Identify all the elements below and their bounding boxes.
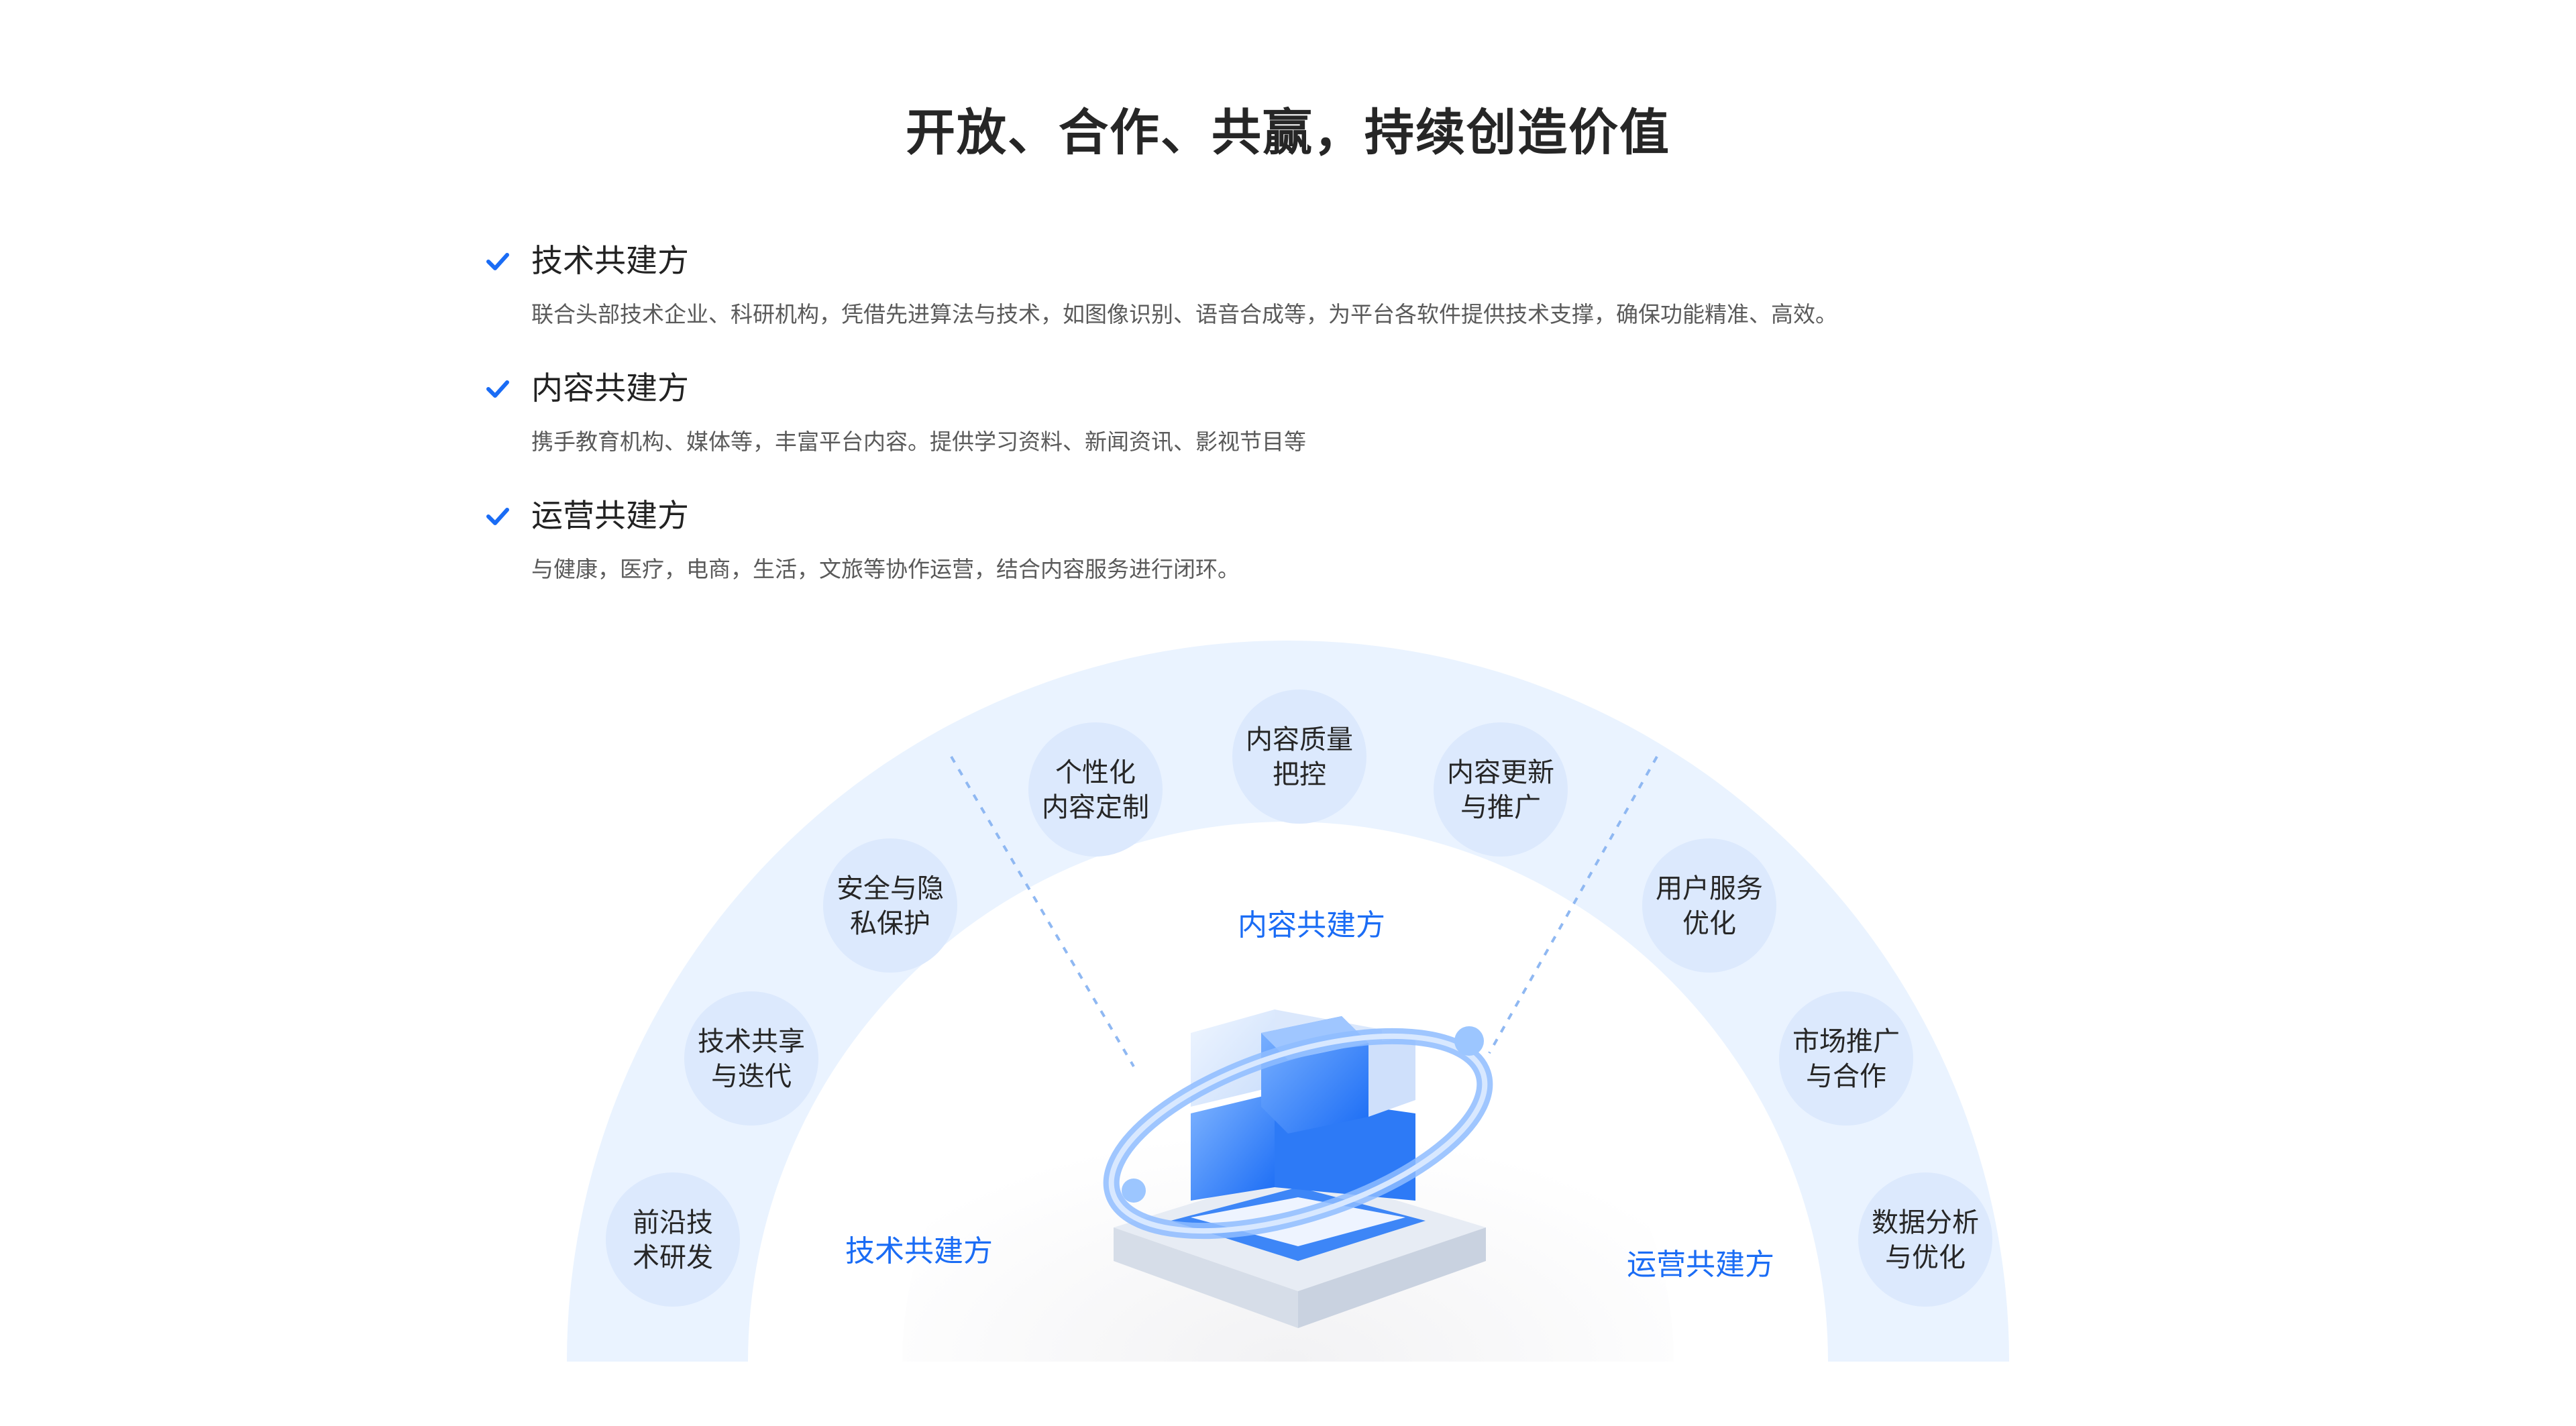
- feature-item-tech: 技术共建方 联合头部技术企业、科研机构，凭借先进算法与技术，如图像识别、语音合成…: [483, 235, 2093, 362]
- node-analytics: 数据分析 与优化: [1858, 1172, 1992, 1307]
- svg-text:市场推广: 市场推广: [1792, 1026, 1900, 1057]
- feature-description: 联合头部技术企业、科研机构，凭借先进算法与技术，如图像识别、语音合成等，为平台各…: [531, 301, 1837, 327]
- central-cube-illustration: [1103, 1009, 1493, 1328]
- svg-text:内容更新: 内容更新: [1447, 757, 1554, 788]
- feature-item-content: 内容共建方 携手教育机构、媒体等，丰富平台内容。提供学习资料、新闻资讯、影视节目…: [483, 362, 2093, 490]
- svg-text:前沿技: 前沿技: [633, 1207, 713, 1238]
- node-frontier-rd: 前沿技 术研发: [606, 1172, 740, 1307]
- sector-label-ops: 运营共建方: [1627, 1248, 1774, 1282]
- checkmark-icon: [486, 253, 509, 270]
- node-personalized: 个性化 内容定制: [1028, 722, 1163, 857]
- svg-text:个性化: 个性化: [1055, 757, 1136, 788]
- feature-description: 携手教育机构、媒体等，丰富平台内容。提供学习资料、新闻资讯、影视节目等: [531, 429, 1306, 455]
- svg-text:优化: 优化: [1682, 908, 1736, 939]
- svg-text:与迭代: 与迭代: [711, 1061, 792, 1092]
- feature-title: 技术共建方: [531, 243, 689, 280]
- node-quality: 内容质量 把控: [1232, 690, 1366, 824]
- svg-text:数据分析: 数据分析: [1872, 1207, 1979, 1238]
- svg-text:私保护: 私保护: [850, 908, 930, 939]
- sector-label-tech: 技术共建方: [845, 1234, 993, 1268]
- svg-text:术研发: 术研发: [633, 1242, 713, 1273]
- node-tech-share: 技术共享 与迭代: [684, 991, 818, 1126]
- divider-line-left: [950, 755, 1135, 1068]
- svg-text:安全与隐: 安全与隐: [837, 873, 944, 904]
- svg-text:用户服务: 用户服务: [1656, 873, 1763, 904]
- svg-text:与推广: 与推广: [1460, 792, 1541, 823]
- feature-list: 技术共建方 联合头部技术企业、科研机构，凭借先进算法与技术，如图像识别、语音合成…: [483, 235, 2093, 617]
- svg-text:内容质量: 内容质量: [1246, 724, 1353, 755]
- checkmark-icon: [486, 508, 509, 525]
- checkmark-icon: [486, 380, 509, 398]
- sector-label-content: 内容共建方: [1238, 908, 1385, 942]
- svg-text:与优化: 与优化: [1885, 1242, 1966, 1273]
- node-user-service: 用户服务 优化: [1642, 838, 1776, 973]
- node-security: 安全与隐 私保护: [823, 838, 957, 973]
- svg-text:把控: 把控: [1273, 759, 1326, 790]
- node-update: 内容更新 与推广: [1434, 722, 1568, 857]
- svg-text:技术共享: 技术共享: [698, 1026, 805, 1057]
- page-title: 开放、合作、共赢，持续创造价值: [906, 104, 1670, 162]
- divider-line-right: [1488, 756, 1658, 1054]
- svg-text:与合作: 与合作: [1806, 1061, 1886, 1092]
- feature-description: 与健康，医疗，电商，生活，文旅等协作运营，结合内容服务进行闭环。: [531, 556, 1240, 582]
- outer-arc-band: [567, 641, 2009, 1362]
- feature-item-ops: 运营共建方 与健康，医疗，电商，生活，文旅等协作运营，结合内容服务进行闭环。: [483, 490, 2093, 617]
- feature-title: 内容共建方: [531, 370, 689, 407]
- node-marketing: 市场推广 与合作: [1779, 991, 1913, 1126]
- svg-text:内容定制: 内容定制: [1042, 792, 1149, 823]
- feature-title: 运营共建方: [531, 498, 689, 535]
